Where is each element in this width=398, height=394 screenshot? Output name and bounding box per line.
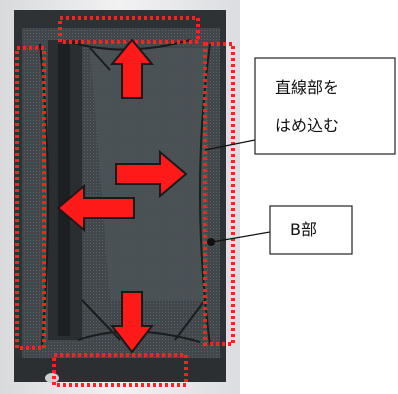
diagonal-mesh-line-right <box>174 299 206 341</box>
dotted-highlights <box>15 16 235 387</box>
arrow-up <box>109 38 155 99</box>
vertical-mullion <box>58 44 70 336</box>
b-part-callout-box <box>269 205 353 255</box>
diagonal-mesh-line-left <box>81 299 121 341</box>
diagonal-mesh-line-top <box>89 47 111 71</box>
right-mesh-edge <box>199 43 211 346</box>
arrow-right <box>115 149 188 199</box>
straight-part-label-line1: 直線部を <box>275 78 340 97</box>
straight-part-label-line2: はめ込む <box>275 116 340 135</box>
leader-dot-icon <box>207 238 215 246</box>
top-dotted-highlight <box>58 16 200 44</box>
bottom-dotted-highlight <box>52 353 188 387</box>
arrow-down <box>109 291 155 354</box>
arrow-left <box>56 183 135 233</box>
right-dotted-highlight <box>203 42 235 346</box>
left-dotted-highlight <box>15 46 46 350</box>
straight-part-callout-box <box>254 57 396 155</box>
b-part-leader-line <box>211 231 271 243</box>
straight-part-leader-line <box>204 139 256 151</box>
b-part-label: B部 <box>290 220 317 239</box>
